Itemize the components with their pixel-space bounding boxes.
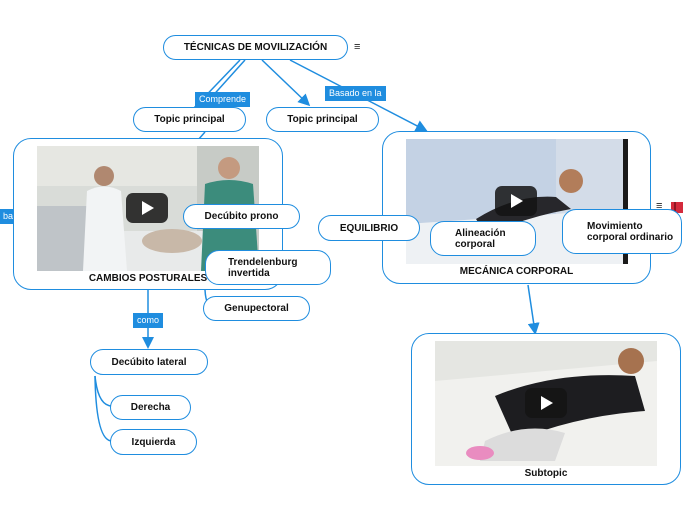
derecha-node[interactable]: Derecha bbox=[110, 395, 191, 420]
genupectoral-node[interactable]: Genupectoral bbox=[203, 296, 310, 321]
topic-left-label: Topic principal bbox=[154, 114, 225, 125]
label-basado: Basado en la bbox=[325, 86, 386, 101]
mecanica-caption: MECÁNICA CORPORAL bbox=[459, 266, 574, 277]
alineacion-label: Alineación corporal bbox=[455, 227, 506, 250]
label-ba: ba bbox=[0, 209, 17, 224]
decubito-lateral-label: Decúbito lateral bbox=[111, 356, 187, 368]
izquierda-node[interactable]: Izquierda bbox=[110, 429, 197, 455]
video-thumbnail-subtopic[interactable] bbox=[435, 341, 657, 466]
hamburger-icon[interactable]: ≡ bbox=[354, 41, 361, 53]
play-icon[interactable] bbox=[525, 388, 567, 418]
subtopic-node[interactable]: Subtopic bbox=[411, 333, 681, 485]
root-title: TÉCNICAS DE MOVILIZACIÓN bbox=[183, 42, 328, 53]
play-icon[interactable] bbox=[126, 193, 168, 223]
cambios-caption: CAMBIOS POSTURALES bbox=[88, 273, 208, 284]
movimiento-label: Movimiento corporal ordinario bbox=[587, 220, 674, 243]
trendelenburg-node[interactable]: Trendelenburg invertida bbox=[205, 250, 331, 285]
subtopic-caption: Subtopic bbox=[524, 468, 568, 479]
topic-node-mid[interactable]: Topic principal bbox=[266, 107, 379, 132]
trendelenburg-label: Trendelenburg invertida bbox=[228, 256, 298, 279]
label-comprende: Comprende bbox=[195, 92, 251, 107]
decubito-prono-label: Decúbito prono bbox=[204, 211, 279, 222]
izquierda-label: Izquierda bbox=[131, 436, 176, 448]
label-como: como bbox=[133, 313, 164, 328]
hamburger-icon[interactable]: ≡ bbox=[656, 200, 663, 212]
play-icon[interactable] bbox=[495, 186, 537, 216]
topic-node-left[interactable]: Topic principal bbox=[133, 107, 246, 132]
topic-mid-label: Topic principal bbox=[287, 114, 358, 125]
mecanica-corporal-node[interactable]: MECÁNICA CORPORAL bbox=[382, 131, 651, 284]
movimiento-node[interactable]: Movimiento corporal ordinario bbox=[562, 209, 682, 254]
decubito-lateral-node[interactable]: Decúbito lateral bbox=[90, 349, 208, 375]
root-node[interactable]: TÉCNICAS DE MOVILIZACIÓN bbox=[163, 35, 348, 60]
decubito-prono-node[interactable]: Decúbito prono bbox=[183, 204, 300, 229]
genupectoral-label: Genupectoral bbox=[224, 303, 289, 314]
derecha-label: Derecha bbox=[130, 402, 171, 413]
book-icon[interactable] bbox=[670, 200, 684, 214]
equilibrio-label: EQUILIBRIO bbox=[339, 222, 399, 234]
alineacion-node[interactable]: Alineación corporal bbox=[430, 221, 536, 256]
equilibrio-node[interactable]: EQUILIBRIO bbox=[318, 215, 420, 241]
